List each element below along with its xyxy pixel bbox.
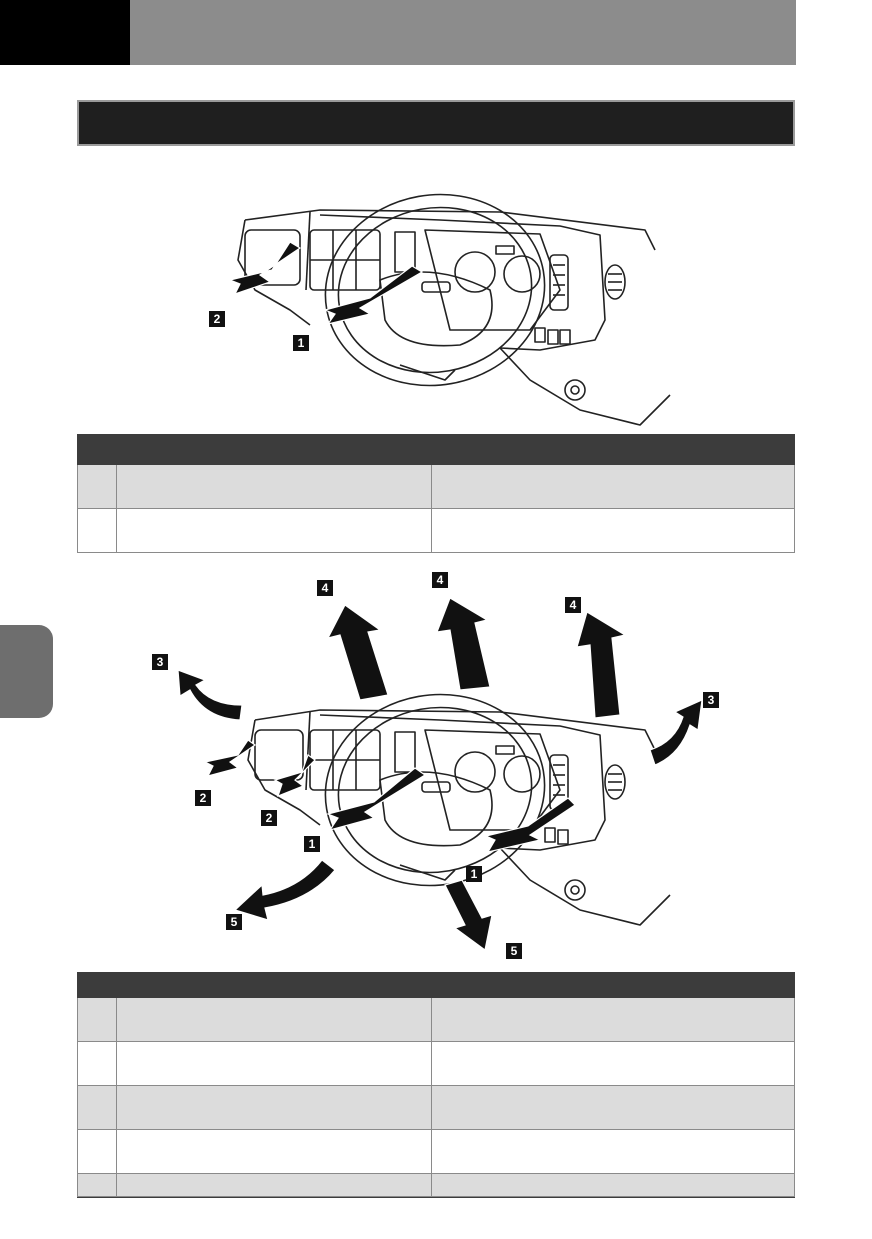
table-2 <box>77 972 795 1197</box>
table-2-header-cell <box>431 972 795 998</box>
dashboard-airflow-illustration-2 <box>177 597 703 952</box>
table-1-header-row <box>77 434 795 465</box>
callout-fig2-4-left: 4 <box>317 580 333 596</box>
table-cell <box>116 1129 432 1174</box>
table-cell <box>77 1041 117 1086</box>
table-cell <box>77 464 117 509</box>
table-cell <box>77 997 117 1042</box>
table-cell <box>116 1173 432 1197</box>
table-row <box>77 997 795 1042</box>
table-1-header-cell <box>116 434 432 465</box>
table-cell <box>431 464 795 509</box>
callout-fig2-5-left: 5 <box>226 914 242 930</box>
header-gray-band <box>130 0 796 65</box>
table-cell <box>116 464 432 509</box>
table-cell <box>116 1041 432 1086</box>
table-row <box>77 508 795 553</box>
dashboard-vents-illustration-1 <box>228 193 671 426</box>
callout-fig2-4-center: 4 <box>432 572 448 588</box>
callout-fig2-2-inner: 2 <box>261 810 277 826</box>
callout-fig2-4-right: 4 <box>565 597 581 613</box>
table-cell <box>77 1129 117 1174</box>
callout-fig1-1: 1 <box>293 335 309 351</box>
callout-fig2-5-right: 5 <box>506 943 522 959</box>
table-cell <box>116 997 432 1042</box>
table-row <box>77 1129 795 1174</box>
table-cell <box>431 1129 795 1174</box>
table-2-header-cell <box>116 972 432 998</box>
section-title-bar <box>77 100 795 146</box>
callout-fig2-2-outer: 2 <box>195 790 211 806</box>
table-cell <box>77 508 117 553</box>
table-row <box>77 1041 795 1086</box>
callout-fig2-3-left: 3 <box>152 654 168 670</box>
table-row <box>77 1085 795 1130</box>
table-1-header-cell <box>431 434 795 465</box>
table-row <box>77 464 795 509</box>
table-cell <box>431 997 795 1042</box>
chapter-side-tab <box>0 625 53 718</box>
table-cell <box>431 1173 795 1197</box>
table-cell <box>431 1041 795 1086</box>
table-cell <box>77 1085 117 1130</box>
callout-fig1-2: 2 <box>209 311 225 327</box>
table-cell <box>431 508 795 553</box>
callout-fig2-1-right: 1 <box>466 866 482 882</box>
table-cell <box>431 1085 795 1130</box>
table-cell <box>116 508 432 553</box>
table-1-header-cell <box>77 434 117 465</box>
table-cell <box>77 1173 117 1197</box>
table-2-header-cell <box>77 972 117 998</box>
callout-fig2-1-left: 1 <box>304 836 320 852</box>
table-1 <box>77 434 795 553</box>
header-black-block <box>0 0 130 65</box>
table-row <box>77 1173 795 1197</box>
table-cell <box>116 1085 432 1130</box>
table-2-header-row <box>77 972 795 998</box>
callout-fig2-3-right: 3 <box>703 692 719 708</box>
